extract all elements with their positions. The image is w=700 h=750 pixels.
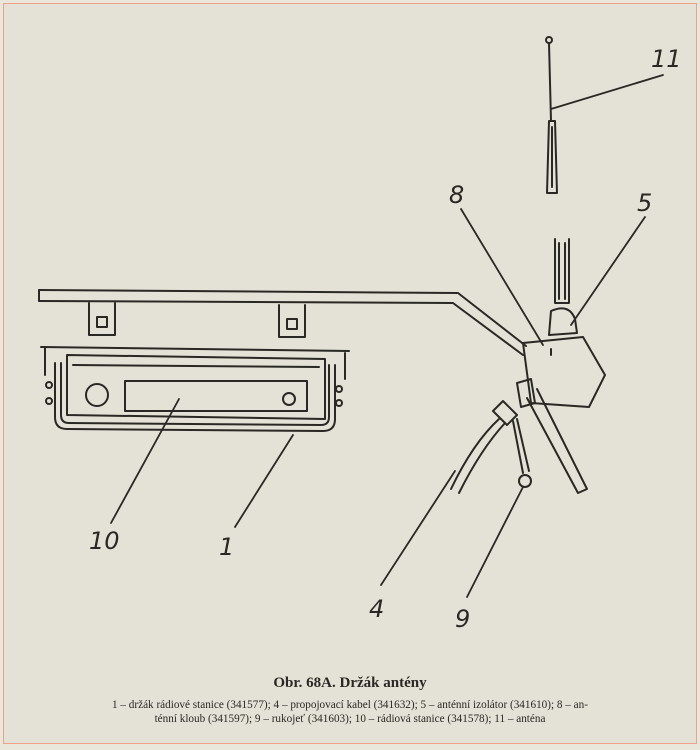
handle bbox=[512, 418, 532, 488]
legend-line-2: ténní kloub (341597); 9 – rukojeť (34160… bbox=[154, 713, 546, 725]
leader-10 bbox=[110, 398, 180, 524]
antenna-insulator bbox=[548, 238, 578, 336]
callout-numbers: 11 8 5 10 1 4 9 bbox=[89, 45, 682, 633]
callout-5: 5 bbox=[637, 189, 652, 217]
figure-title: Obr. 68A. Držák antény bbox=[273, 675, 427, 691]
antenna-joint-housing bbox=[516, 336, 606, 408]
leader-lines bbox=[110, 74, 664, 598]
leader-4 bbox=[380, 470, 456, 586]
legend-line-1: 1 – držák rádiové stanice (341577); 4 – … bbox=[112, 699, 588, 711]
drawing-svg: 11 8 5 10 1 4 9 bbox=[38, 36, 682, 633]
callout-8: 8 bbox=[449, 181, 464, 209]
figure-legend: 1 – držák rádiové stanice (341577); 4 – … bbox=[13, 698, 687, 726]
radio-holder-frame bbox=[40, 346, 350, 432]
callout-11: 11 bbox=[651, 45, 682, 73]
callout-10: 10 bbox=[89, 527, 120, 555]
hanger-clip-left bbox=[88, 302, 116, 336]
callout-1: 1 bbox=[219, 533, 234, 561]
antenna-rod bbox=[545, 36, 558, 194]
page: 11 8 5 10 1 4 9 Obr. 68A. Držák antény 1… bbox=[3, 3, 697, 744]
radio-station bbox=[66, 354, 326, 420]
figure-caption: Obr. 68A. Držák antény 1 – držák rádiové… bbox=[13, 675, 687, 726]
leader-8 bbox=[460, 208, 544, 346]
connecting-cable bbox=[450, 400, 518, 494]
callout-4: 4 bbox=[369, 595, 384, 623]
leader-1 bbox=[234, 434, 294, 528]
leader-11 bbox=[550, 74, 664, 110]
mounting-bracket bbox=[38, 289, 588, 494]
leader-5 bbox=[570, 216, 646, 326]
antenna-holder-drawing: 11 8 5 10 1 4 9 bbox=[3, 3, 697, 663]
hanger-clip-right bbox=[278, 304, 306, 338]
callout-9: 9 bbox=[455, 605, 470, 633]
leader-9 bbox=[466, 486, 524, 598]
